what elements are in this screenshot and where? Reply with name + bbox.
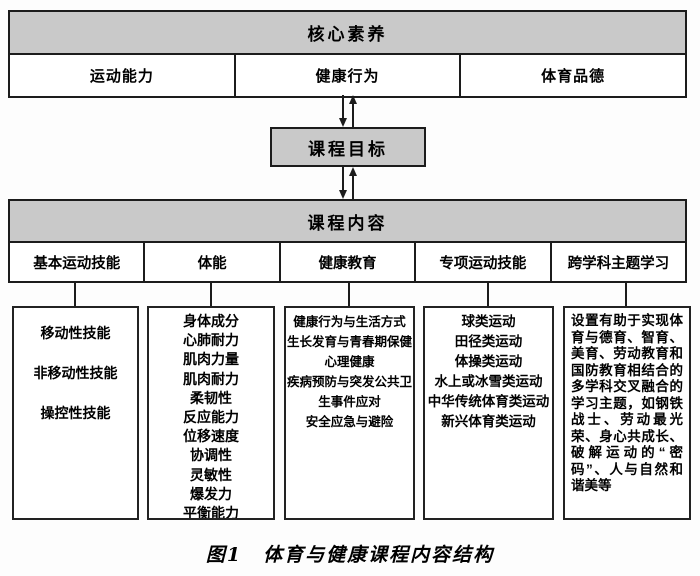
connector-line (74, 281, 76, 307)
cell-specialized-sport-skills: 专项运动技能 (414, 243, 549, 281)
course-content-table: 课程内容 基本运动技能 体能 健康教育 专项运动技能 跨学科主题学习 (8, 199, 687, 283)
cell-physical-fitness: 体能 (143, 243, 278, 281)
core-competencies-table: 核心素养 运动能力 健康行为 体育品德 (8, 10, 687, 98)
course-objectives-box: 课程目标 (270, 127, 426, 167)
course-content-header: 课程内容 (10, 201, 685, 243)
health-education-box: 健康行为与生活方式 生长发育与青春期保健 心理健康 疾病预防与突发公共卫生事件应… (284, 306, 415, 520)
cell-sports-morality: 体育品德 (459, 55, 685, 96)
physical-fitness-box: 身体成分 心肺耐力 肌肉力量 肌肉耐力 柔韧性 反应能力 位移速度 协调性 灵敏… (147, 306, 275, 520)
core-competencies-header: 核心素养 (10, 12, 685, 55)
connector-line (210, 281, 212, 307)
connector-line (625, 281, 627, 307)
basic-motor-skills-box: 移动性技能 非移动性技能 操控性技能 (12, 306, 139, 520)
bidirectional-arrow-icon (339, 95, 357, 127)
cell-interdisciplinary-learning: 跨学科主题学习 (549, 243, 685, 281)
core-competencies-row: 运动能力 健康行为 体育品德 (10, 55, 685, 96)
cell-health-behavior: 健康行为 (233, 55, 460, 96)
cell-basic-motor-skills: 基本运动技能 (33, 255, 121, 272)
cell-health-education: 健康教育 (278, 243, 414, 281)
interdisciplinary-learning-box: 设置有助于实现体育与德育、智育、美育、劳动教育和国防教育相结合的多学科交叉融合的… (563, 306, 691, 520)
bidirectional-arrow-icon (339, 167, 357, 199)
figure-caption: 图1 体育与健康课程内容结构 (205, 544, 495, 566)
specialized-sport-skills-box: 球类运动 田径类运动 体操类运动 水上或冰雪类运动 中华传统体育类运动 新兴体育… (423, 306, 554, 520)
course-content-row: 基本运动技能 体能 健康教育 专项运动技能 跨学科主题学习 (10, 243, 685, 281)
connector-line (487, 281, 489, 307)
cell-sport-ability: 运动能力 (89, 68, 154, 85)
connector-line (348, 281, 350, 307)
